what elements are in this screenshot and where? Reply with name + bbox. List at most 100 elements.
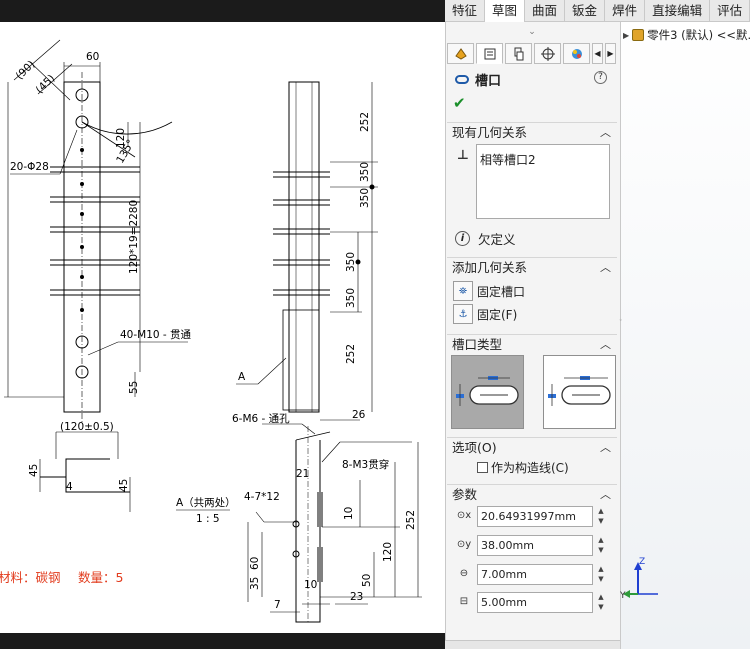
splitter-grip-icon[interactable]: ◦ — [619, 317, 623, 324]
add-relations-header[interactable]: 添加几何关系 ︿ — [447, 257, 617, 277]
centerpoint-slot-icon — [548, 376, 611, 406]
left-bar-outline — [63, 81, 101, 413]
view-triad: Z Y — [619, 552, 670, 602]
m3-label: 8-M3贯穿 — [342, 458, 389, 471]
dim-120b: 120 — [382, 542, 394, 562]
center-x-input[interactable]: 20.64931997mm — [477, 506, 593, 527]
param-x-row: ⊙x 20.64931997mm ▲▼ — [453, 506, 608, 530]
options-title: 选项(O) — [452, 440, 497, 455]
collapse-chevron-icon[interactable]: ︿ — [600, 488, 611, 501]
help-icon[interactable]: ? — [594, 71, 607, 84]
center-y-icon: ⊙y — [456, 539, 472, 550]
spinner-icon[interactable]: ▲▼ — [598, 593, 604, 611]
dim-350b: 350 — [359, 188, 371, 208]
tab-features[interactable]: 特征 — [445, 0, 486, 22]
dim-55: 55 — [128, 381, 140, 394]
tab-evaluate[interactable]: 评估 — [710, 0, 750, 22]
dim-252c: 252 — [405, 510, 417, 530]
status-row: i 欠定义 — [455, 229, 516, 248]
tab-weldments[interactable]: 焊件 — [605, 0, 646, 22]
collapse-chevron-icon[interactable]: ︿ — [600, 261, 611, 274]
add-relations-title: 添加几何关系 — [452, 260, 528, 275]
dim-45a: 45 — [28, 464, 40, 477]
dim-10a: 10 — [343, 507, 355, 520]
slot-type-header[interactable]: 槽口类型 ︿ — [447, 334, 617, 354]
section-width: (120±0.5) — [60, 421, 114, 433]
slot-length-input[interactable]: 5.00mm — [477, 592, 593, 613]
ok-button[interactable]: ✔ — [453, 94, 466, 112]
pitch-dim: 120*19=2280 — [128, 200, 140, 274]
dim-350a: 350 — [359, 162, 371, 182]
expand-arrow-icon[interactable]: ▶ — [623, 30, 630, 40]
configuration-manager-icon[interactable] — [505, 43, 532, 64]
fix-slot-icon[interactable]: ⛯ — [453, 281, 473, 301]
slot-icon — [455, 75, 469, 84]
pm-title-text: 槽口 — [475, 74, 502, 89]
tab-sketch[interactable]: 草图 — [485, 0, 526, 22]
engineering-drawing: (90) (45) 60 120 135° 20-Φ28 120*19=2280… — [0, 39, 422, 623]
parameters-header[interactable]: 参数 ︿ — [447, 484, 617, 504]
drawing-statusbar — [0, 633, 445, 649]
spinner-icon[interactable]: ▲▼ — [598, 565, 604, 583]
tabs-scroll-right-icon[interactable]: ▶ — [605, 43, 616, 64]
slot-length-icon: ⊟ — [459, 596, 469, 607]
tabs-scroll-left-icon[interactable]: ◀ — [592, 43, 603, 64]
drawing-canvas[interactable]: (90) (45) 60 120 135° 20-Φ28 120*19=2280… — [0, 22, 445, 633]
straight-slot-icon — [456, 376, 519, 406]
dim-7: 7 — [274, 599, 281, 611]
pm-title: 槽口 — [455, 70, 501, 89]
relation-item[interactable]: 相等槽口2 — [480, 153, 536, 167]
property-manager-icon[interactable] — [476, 43, 503, 64]
panel-collapse-handle[interactable]: ⌄ — [528, 27, 536, 37]
dim-4: 4 — [66, 481, 73, 493]
feature-tree-root[interactable]: ▶ 零件3 (默认) <<默... — [623, 27, 750, 43]
tab-direct-editing[interactable]: 直接编辑 — [645, 0, 711, 22]
feature-manager-icon[interactable] — [447, 43, 474, 64]
straight-slot-button[interactable] — [451, 355, 524, 429]
material-note: 材料：碳钢 — [0, 570, 61, 585]
dim-120: 120 — [115, 128, 127, 148]
dim-350c: 350 — [345, 252, 357, 272]
tab-surfaces[interactable]: 曲面 — [525, 0, 566, 22]
fix-label: 固定(F) — [477, 307, 518, 322]
dim-45b: 45 — [118, 479, 130, 492]
existing-relations-header[interactable]: 现有几何关系 ︿ — [447, 122, 617, 142]
drawing-window-titlebar — [0, 0, 445, 22]
definition-status: 欠定义 — [478, 232, 516, 247]
slot-type-title: 槽口类型 — [452, 337, 503, 352]
tab-sheet-metal[interactable]: 钣金 — [565, 0, 606, 22]
info-icon: i — [455, 231, 470, 246]
slot-width-icon: ⊖ — [459, 568, 469, 579]
graphics-area[interactable] — [620, 22, 750, 649]
fix-relation[interactable]: ⚓ 固定(F) — [453, 304, 517, 324]
dim-23: 23 — [350, 591, 363, 603]
existing-relations-list[interactable]: 相等槽口2 — [476, 144, 610, 219]
spinner-icon[interactable]: ▲▼ — [598, 507, 604, 525]
fix-slot-label: 固定槽口 — [477, 284, 526, 299]
parameters-title: 参数 — [452, 487, 478, 502]
fix-slot-relation[interactable]: ⛯ 固定槽口 — [453, 281, 525, 301]
param-length-row: ⊟ 5.00mm ▲▼ — [453, 592, 608, 616]
part-icon — [632, 29, 645, 41]
options-header[interactable]: 选项(O) ︿ — [447, 437, 617, 457]
construction-checkbox[interactable] — [477, 462, 488, 473]
collapse-chevron-icon[interactable]: ︿ — [600, 338, 611, 351]
label-A: A — [238, 371, 246, 383]
collapse-chevron-icon[interactable]: ︿ — [600, 441, 611, 454]
spinner-icon[interactable]: ▲▼ — [598, 536, 604, 554]
construction-option[interactable]: 作为构造线(C) — [477, 459, 569, 476]
center-y-input[interactable]: 38.00mm — [477, 535, 593, 556]
dim-35: 35 — [249, 577, 261, 590]
quantity-note: 数量：5 — [78, 570, 123, 585]
dimxpert-manager-icon[interactable] — [534, 43, 561, 64]
fix-icon[interactable]: ⚓ — [453, 304, 473, 324]
centerpoint-slot-button[interactable] — [543, 355, 616, 429]
collapse-chevron-icon[interactable]: ︿ — [600, 126, 611, 139]
triad-z-label: Z — [639, 557, 645, 567]
part-name: 零件3 (默认) <<默... — [647, 28, 750, 42]
display-manager-icon[interactable] — [563, 43, 590, 64]
dim-26: 26 — [352, 409, 366, 421]
dim-90: (90) — [14, 58, 38, 82]
slot-width-input[interactable]: 7.00mm — [477, 564, 593, 585]
command-manager-tabs: 特征 草图 曲面 钣金 焊件 直接编辑 评估 — [445, 0, 750, 22]
